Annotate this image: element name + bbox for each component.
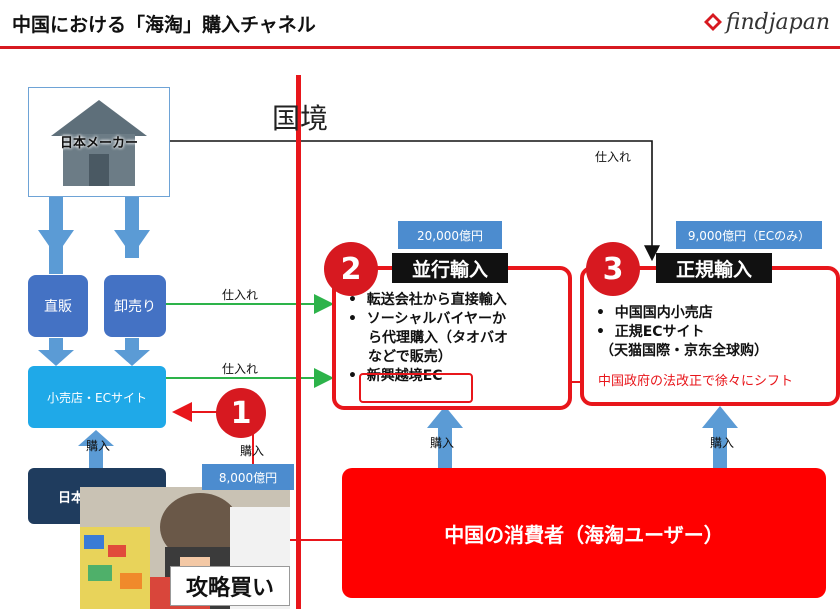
shiire-label-2: 仕入れ xyxy=(222,362,259,376)
channel-2-list: • 転送会社から直接輸入 • ソーシャルバイヤーか ら代理購入（タオバオ などで… xyxy=(348,291,508,386)
purchase-label-jp: 購入 xyxy=(86,439,111,453)
channel-3-badge: 3 xyxy=(586,242,640,296)
channel-1-amount: 8,000億円 xyxy=(202,464,294,490)
list-item: • 正規ECサイト xyxy=(596,324,705,340)
purchase-label-3: 購入 xyxy=(710,436,735,450)
channel-3-amount: 9,000億円（ECのみ） xyxy=(676,221,822,249)
findjapan-logo: findjapan xyxy=(702,6,830,38)
direct-sales-box: 直販 xyxy=(28,275,88,337)
header-divider xyxy=(0,46,840,49)
channel-2-box xyxy=(332,266,572,410)
page-title: 中国における「海淘」購入チャネル xyxy=(12,14,316,36)
wholesale-box: 卸売り xyxy=(104,275,166,337)
border-line xyxy=(296,75,301,609)
logo-text: findjapan xyxy=(725,9,830,35)
border-label: 国境 xyxy=(272,102,329,135)
ec-highlight xyxy=(359,373,473,403)
china-consumer-box: 中国の消費者（海淘ユーザー） xyxy=(342,468,826,598)
list-item: • ソーシャルバイヤーか xyxy=(348,311,507,327)
list-item: • 中国国内小売店 xyxy=(596,305,713,321)
list-item: などで販売） xyxy=(368,349,452,365)
channel-3-title: 正規輸入 xyxy=(656,253,772,283)
bakugai-label: 攻略買い xyxy=(170,566,290,606)
channel-3-list: • 中国国内小売店 • 正規ECサイト （天猫国際・京东全球购） xyxy=(596,304,768,361)
list-item: • 新興越境EC xyxy=(348,368,443,384)
shiire-label-1: 仕入れ xyxy=(222,288,259,302)
list-item: ら代理購入（タオバオ xyxy=(368,330,508,346)
shiire-label-3: 仕入れ xyxy=(595,150,632,164)
channel-2-amount: 20,000億円 xyxy=(398,221,502,249)
list-item: • 転送会社から直接輸入 xyxy=(348,292,507,308)
retail-ec-box: 小売店・ECサイト xyxy=(28,366,166,428)
list-item: （天猫国際・京东全球购） xyxy=(600,343,768,359)
channel-1-badge: 1 xyxy=(216,388,266,438)
purchase-label-1: 購入 xyxy=(240,444,265,458)
house-icon xyxy=(51,100,147,186)
channel-3-note: 中国政府の法改正で徐々にシフト xyxy=(598,374,794,389)
maker-box: 日本メーカー xyxy=(28,87,170,197)
purchase-label-2: 購入 xyxy=(430,436,455,450)
logo-mark-icon xyxy=(703,13,722,31)
channel-2-badge: 2 xyxy=(324,242,378,296)
channel-2-title: 並行輸入 xyxy=(392,253,508,283)
maker-label: 日本メーカー xyxy=(59,136,138,151)
